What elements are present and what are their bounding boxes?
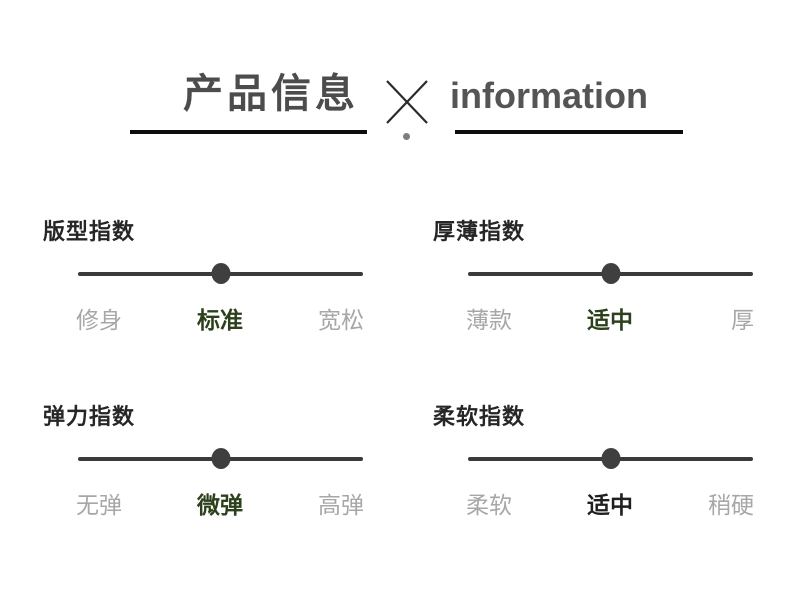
dot-divider-icon [403,133,410,140]
slider-knob [601,263,620,284]
slider-option-selected: 适中 [587,492,633,518]
slider-knob [601,448,620,469]
slider-block-fit: 版型指数 修身 标准 宽松 [43,219,365,334]
slider-option-right: 宽松 [318,307,364,333]
slider-option-selected: 适中 [587,307,633,333]
slider-title: 柔软指数 [433,404,526,429]
divider-line-right [455,130,683,134]
divider-line-left [130,130,367,134]
slider-title: 厚薄指数 [433,219,526,244]
slider-track [468,263,753,284]
slider-block-elasticity: 弹力指数 无弹 微弹 高弹 [43,404,365,519]
slider-option-right: 稍硬 [708,492,754,518]
slider-track [468,448,753,469]
page-title-en: information [450,75,648,116]
page-title-cn: 产品信息 [183,72,359,116]
slider-knob [211,263,230,284]
slider-options: 薄款 适中 厚 [466,307,754,334]
slider-title: 版型指数 [43,219,136,244]
slider-option-left: 修身 [76,307,122,333]
slider-option-right: 高弹 [318,492,364,518]
slider-options: 柔软 适中 稍硬 [466,492,754,519]
slider-options: 修身 标准 宽松 [76,307,364,334]
slider-option-left: 柔软 [466,492,512,518]
slider-track [78,448,363,469]
slider-option-right: 厚 [731,307,754,333]
slider-block-softness: 柔软指数 柔软 适中 稍硬 [433,404,755,519]
slider-options: 无弹 微弹 高弹 [76,492,364,519]
slider-option-left: 薄款 [466,307,512,333]
slider-knob [211,448,230,469]
slider-option-selected: 标准 [197,307,243,333]
slider-block-thickness: 厚薄指数 薄款 适中 厚 [433,219,755,334]
times-icon [386,80,428,124]
slider-option-selected: 微弹 [197,492,243,518]
slider-title: 弹力指数 [43,404,136,429]
slider-track [78,263,363,284]
slider-option-left: 无弹 [76,492,122,518]
